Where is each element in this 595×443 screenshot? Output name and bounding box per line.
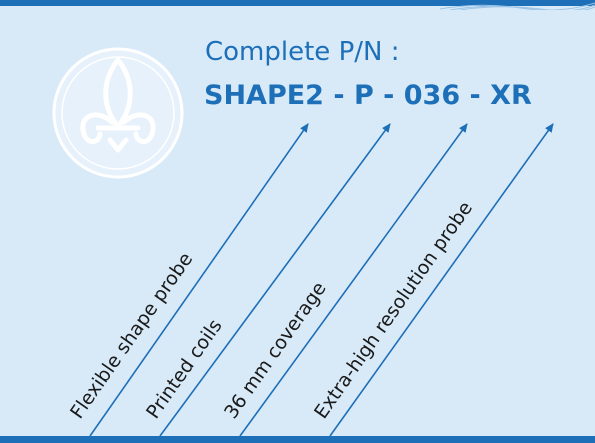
fleur-de-lis-icon xyxy=(52,47,184,179)
part-number: SHAPE2 - P - 036 - XR xyxy=(204,80,532,111)
leader-line-extra-high-resolution-probe xyxy=(329,123,554,437)
bottom-border xyxy=(0,436,595,443)
corner-decoration xyxy=(440,2,595,10)
callout-label-extra-high-resolution-probe: Extra-high resolution probe xyxy=(310,198,477,423)
top-border xyxy=(0,0,595,6)
callout-label-36-mm-coverage: 36 mm coverage xyxy=(220,278,331,423)
callout-label-printed-coils: Printed coils xyxy=(142,315,227,423)
page-title: Complete P/N : xyxy=(205,37,400,67)
leader-line-flexible-shape-probe xyxy=(89,123,309,437)
leader-line-36-mm-coverage xyxy=(239,123,468,437)
leader-line-printed-coils xyxy=(159,123,391,437)
